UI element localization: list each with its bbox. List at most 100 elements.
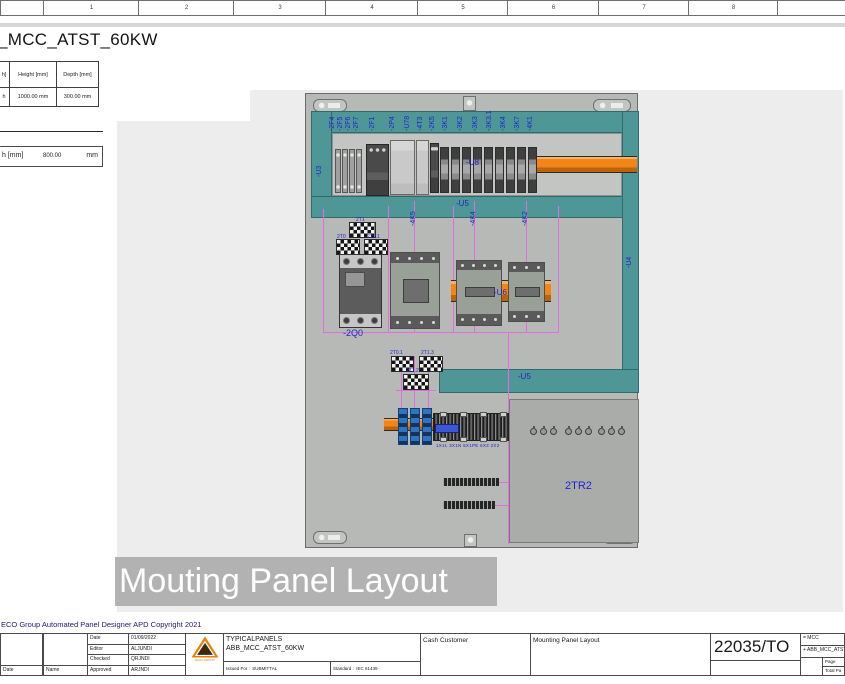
- relay-row[interactable]: [440, 147, 539, 193]
- device-tag-u6: -U6: [494, 288, 507, 297]
- dimension-line: [388, 206, 389, 332]
- footer-name-label: Name: [43, 665, 88, 676]
- blue-module[interactable]: [410, 408, 420, 445]
- ruler-shadow-band: [0, 23, 845, 27]
- ruler-number: 4: [370, 5, 374, 11]
- device-tag: -2F7: [353, 116, 360, 131]
- fuse-block[interactable]: [391, 356, 414, 372]
- relay[interactable]: [462, 147, 471, 193]
- transformer-4t3[interactable]: [430, 143, 439, 193]
- device-tag: -U78: [404, 115, 411, 131]
- contactor-right[interactable]: [508, 262, 545, 322]
- device-tag-u8: -U8: [466, 158, 479, 167]
- ruler-cell: 1: [43, 1, 139, 15]
- customer-cell: Cash Customer: [420, 633, 531, 676]
- dimension-line: [499, 482, 509, 483]
- ruler-cell: 7: [598, 1, 689, 15]
- ruler-cell: [777, 1, 845, 15]
- relay[interactable]: [473, 147, 482, 193]
- terminal-block[interactable]: [335, 149, 341, 193]
- contactor-left[interactable]: [456, 260, 502, 326]
- blue-module[interactable]: [422, 408, 432, 445]
- ruler-number: 2: [184, 5, 189, 11]
- ruler-cell: 6: [507, 1, 599, 15]
- breaker-2f1[interactable]: [366, 144, 389, 196]
- issued-for-cell: Issued For : SUBMITTAL: [223, 661, 331, 676]
- sheet-title-cell: Mounting Panel Layout: [530, 633, 711, 676]
- table-value-height: 1000.00 mm: [9, 87, 57, 107]
- dimension-line: [401, 356, 402, 413]
- power-supply-2p4[interactable]: [390, 140, 415, 195]
- fuse-cluster-top[interactable]: 2T1 2T0 2T1.1: [331, 217, 391, 268]
- duct-tag-u5: -U5: [518, 372, 531, 381]
- fuse-tag: 2T1: [356, 217, 365, 223]
- approval-label: Approved: [87, 665, 129, 676]
- relay[interactable]: [495, 147, 504, 193]
- teco-logo-icon: [191, 636, 218, 658]
- width-input-value[interactable]: 800.00: [43, 153, 62, 159]
- table-value-depth: 300.00 mm: [56, 87, 99, 107]
- ruler-number: 8: [731, 5, 736, 11]
- transformer-plate-2tr2[interactable]: 2TR2: [509, 399, 639, 543]
- table-header-depth: Depth [mm]: [56, 61, 99, 88]
- standoff: [550, 426, 557, 435]
- page-title: _MCC_ATST_60KW: [0, 30, 158, 49]
- relay[interactable]: [440, 147, 449, 193]
- footer-date-label: Date: [0, 665, 43, 676]
- contactor-main[interactable]: [390, 252, 440, 329]
- wire-duct-u5[interactable]: [439, 369, 639, 393]
- table-header-height: Height [mm]: [9, 61, 57, 88]
- standoff: [540, 426, 547, 435]
- fuse-block[interactable]: [403, 374, 429, 390]
- relay[interactable]: [451, 147, 460, 193]
- blue-module[interactable]: [398, 408, 408, 445]
- device-tag: -4K5: [410, 211, 417, 226]
- fuse-block[interactable]: [364, 239, 388, 255]
- device-tag: -4K4: [470, 211, 477, 226]
- duct-tag-u4: -U4: [626, 256, 633, 268]
- duct-tag-u3: -U3: [316, 165, 323, 177]
- column-ruler: 1 2 3 4 5 6 7 8: [0, 0, 845, 16]
- dimension-line: [453, 206, 454, 332]
- ruler-cell: 5: [417, 1, 508, 15]
- mounting-tab: [464, 534, 477, 547]
- total-pages-cell: Total Pa: [822, 666, 845, 676]
- assembly-name: ABB_MCC_ATST_60KW: [226, 645, 305, 652]
- dimension-line: [558, 206, 559, 332]
- blue-terminal-modules[interactable]: [398, 408, 432, 445]
- device-tag: -3K1: [442, 116, 449, 131]
- terminal-block[interactable]: [349, 149, 355, 193]
- relay[interactable]: [528, 147, 537, 193]
- ruler-number: 7: [642, 5, 646, 11]
- empty-cell: [710, 660, 801, 676]
- module-u78[interactable]: [416, 140, 429, 195]
- busbar-rail[interactable]: [537, 156, 637, 173]
- fuse-block[interactable]: [419, 356, 443, 372]
- fuse-block[interactable]: [349, 222, 376, 238]
- dimension-line: [396, 390, 436, 391]
- fuse-block[interactable]: [336, 239, 360, 255]
- device-tag: -3K4: [500, 116, 507, 131]
- relay[interactable]: [506, 147, 515, 193]
- standoff: [618, 426, 625, 435]
- terminal-block-group[interactable]: [335, 149, 362, 193]
- device-tag: -3K3.1: [486, 110, 493, 131]
- fuse-cluster-bottom[interactable]: 2T0.1 2T1.3 2T1.2: [389, 349, 447, 393]
- terminal-selection-highlight[interactable]: [435, 424, 459, 433]
- fuse-tag: 2T1.1: [367, 234, 380, 240]
- terminal-strip[interactable]: [433, 412, 509, 442]
- relay[interactable]: [517, 147, 526, 193]
- terminal-block[interactable]: [342, 149, 348, 193]
- width-input[interactable]: h [mm] 800.00 mm: [0, 146, 103, 167]
- drawing-canvas-background: [117, 121, 250, 612]
- relay[interactable]: [484, 147, 493, 193]
- breaker-2q0[interactable]: [339, 254, 382, 328]
- mounting-panel-plate[interactable]: -2F4 -2F5 -2F6 -2F7 -2F1 -2P4 -U78 -4T3 …: [305, 93, 639, 548]
- ruler-cell: 2: [138, 1, 234, 15]
- company-logo-cell: TECO GROUP: [185, 633, 224, 676]
- terminal-block[interactable]: [356, 149, 362, 193]
- empty-cell: [0, 633, 43, 666]
- terminal-strip-caption: 1X1L 3X1N 5X1PE 6X2 2X2: [436, 443, 500, 448]
- drawing-number-cell: 22035/TO: [710, 633, 801, 661]
